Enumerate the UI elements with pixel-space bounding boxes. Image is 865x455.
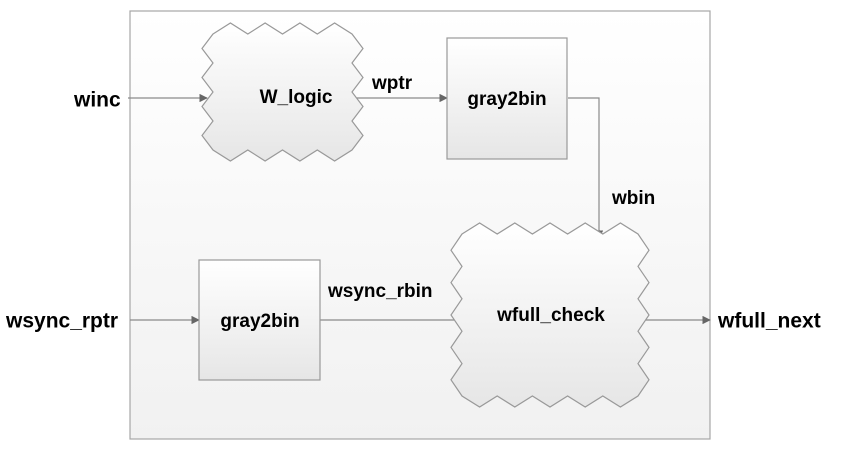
wfull-check-block: wfull_check	[450, 222, 650, 408]
wbin-wire	[568, 97, 604, 239]
port-wsync-rptr-label: wsync_rptr	[5, 310, 118, 333]
w-logic-label: W_logic	[260, 87, 333, 108]
signal-wptr-label: wptr	[371, 73, 413, 94]
w-logic-block: W_logic	[201, 22, 364, 162]
port-winc-label: winc	[73, 89, 121, 112]
wfull-check-label: wfull_check	[496, 305, 605, 326]
gray2bin-top-label: gray2bin	[467, 89, 546, 110]
signal-wsync-rbin-label: wsync_rbin	[327, 281, 433, 302]
signal-wbin-label: wbin	[611, 188, 655, 209]
port-wfull-next-label: wfull_next	[717, 310, 821, 333]
gray2bin-bottom-block: gray2bin	[198, 259, 321, 381]
gray2bin-top-block: gray2bin	[446, 37, 568, 160]
gray2bin-bottom-label: gray2bin	[220, 311, 299, 332]
